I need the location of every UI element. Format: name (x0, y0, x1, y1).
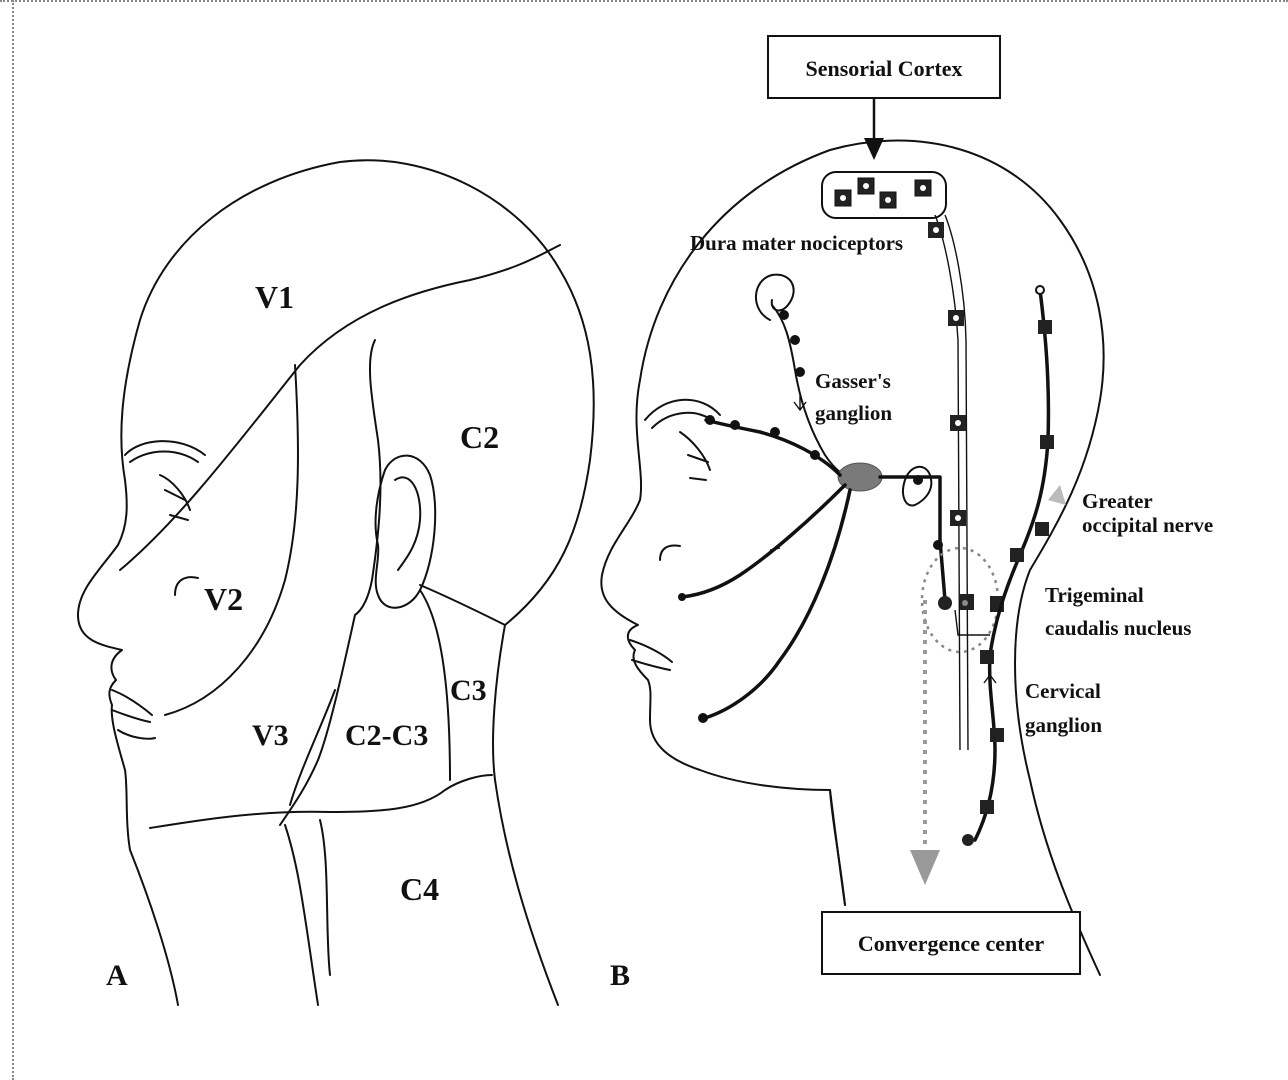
dura-mater-label: Dura mater nociceptors (690, 231, 903, 255)
greater-label-1: Greater (1082, 489, 1153, 513)
cervical-label-2: ganglion (1025, 713, 1102, 737)
eye-a (160, 475, 190, 520)
v3-spur (770, 548, 780, 550)
dura-dot-2 (790, 335, 800, 345)
gasser-label-2: ganglion (815, 401, 892, 425)
neck-a-front2 (320, 820, 330, 975)
occipital-end (1036, 286, 1044, 294)
v3-branch (705, 490, 850, 718)
occipital-gray-arrow (1048, 485, 1066, 505)
convergence-center-label: Convergence center (858, 931, 1045, 956)
trigeminal-label-2: caudalis nucleus (1045, 616, 1191, 640)
occipital-fiber (975, 290, 1048, 840)
gasser-label-1: Gasser's (815, 369, 891, 393)
lips-a (112, 690, 155, 739)
convergence-arrow-head (910, 850, 940, 885)
cortical-neurons (928, 222, 966, 526)
head-a-outline (78, 160, 594, 1005)
ear-b (903, 467, 931, 506)
panel-a: V1 V2 V3 C2 C2-C3 C3 C4 A (78, 160, 594, 1005)
panel-b: Sensorial Cortex (601, 36, 1213, 992)
v1-dot-4 (705, 415, 715, 425)
label-c2: C2 (460, 419, 499, 455)
cervical-label-1: Cervical (1025, 679, 1101, 703)
neck-a-front (285, 825, 318, 1005)
eyebrow-a (125, 441, 205, 455)
greater-label-2: occipital nerve (1082, 513, 1213, 537)
label-c4: C4 (400, 871, 439, 907)
v2-branch (682, 485, 845, 597)
v2-boundary (165, 365, 298, 715)
dura-dot-1 (779, 310, 789, 320)
cortex-arrow-head (864, 138, 884, 160)
neuron-cluster (835, 178, 931, 208)
cervical-arrow (984, 675, 996, 690)
v1-dot-2 (770, 427, 780, 437)
panel-a-letter: A (106, 959, 128, 992)
label-c3: C3 (450, 674, 487, 707)
eyebrow-a2 (130, 452, 198, 463)
ear-a-inner (395, 477, 420, 570)
label-v3: V3 (252, 719, 289, 752)
central-dot-1 (913, 475, 923, 485)
head-b-outline (601, 141, 1103, 975)
cortical-pathway-2 (945, 215, 968, 750)
trigeminal-label-1: Trigeminal (1045, 583, 1144, 607)
central-branch (880, 477, 945, 600)
panel-b-letter: B (610, 959, 630, 992)
jaw-stripe (290, 690, 335, 805)
nose-curl-b (660, 546, 680, 560)
v1-boundary (120, 245, 560, 570)
neck-b-front (830, 790, 845, 905)
nose-curl-a (175, 577, 198, 595)
sensorial-cortex-label: Sensorial Cortex (805, 56, 962, 81)
caudalis-neurons (938, 594, 1004, 612)
eye-b (680, 432, 710, 480)
v3-dot (698, 713, 708, 723)
v2-dot (678, 593, 686, 601)
central-dot-2 (933, 540, 943, 550)
dura-dot-3 (795, 367, 805, 377)
v1-dot-1 (730, 420, 740, 430)
v1-dot-3 (810, 450, 820, 460)
label-c2-c3: C2-C3 (345, 719, 428, 752)
nucleus-bracket (955, 610, 990, 635)
label-v1: V1 (255, 279, 294, 315)
label-v2: V2 (204, 581, 243, 617)
v3-boundary (280, 340, 380, 825)
